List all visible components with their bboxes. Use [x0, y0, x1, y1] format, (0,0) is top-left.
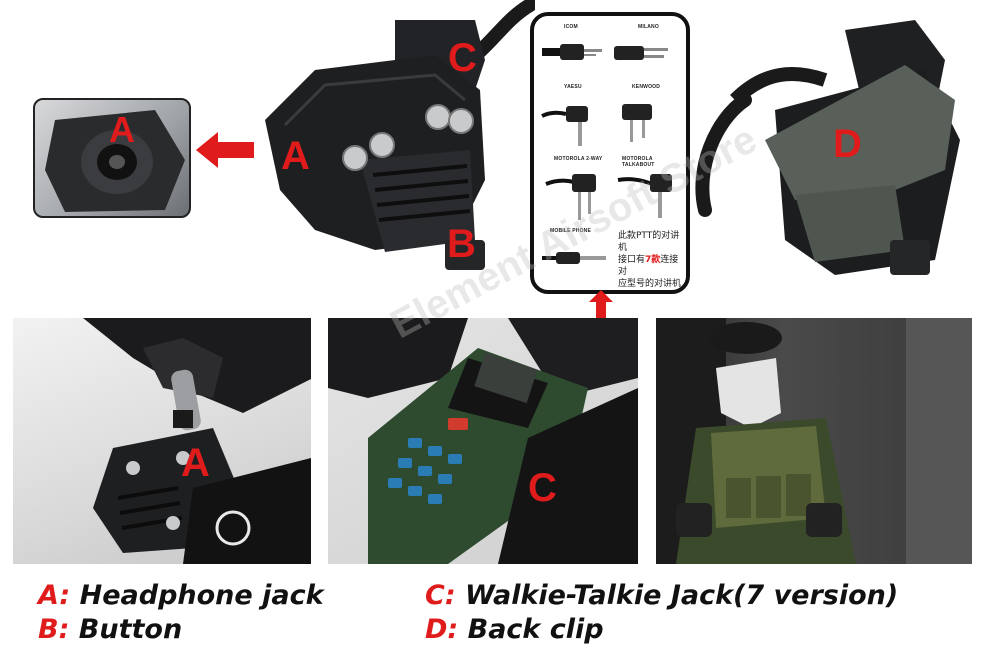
callout-a-photo: A — [181, 441, 210, 485]
plug-label-motorola-2way: MOTOROLA 2-WAY — [554, 156, 603, 162]
photo-radio-graphic — [328, 318, 638, 564]
note-highlight: 7款 — [645, 255, 661, 265]
legend-c-key: C: — [425, 580, 456, 611]
plug-compatibility-panel: ICOM MILANO YAESU KENWOOD MOTOROLA 2-WAY… — [530, 12, 690, 294]
note-line-3: 应型号的对讲机 — [618, 279, 682, 289]
legend-b: B: Button — [38, 616, 182, 643]
callout-b-device: B — [447, 222, 476, 266]
arrow-up-icon — [589, 290, 613, 318]
callout-d-device: D — [833, 122, 862, 166]
legend-b-text: Button — [78, 614, 183, 645]
legend-a-key: A: — [38, 580, 71, 611]
photo-operator — [656, 318, 972, 564]
icom-plug-icon — [542, 44, 602, 60]
motorola-talkabout-plug-icon — [617, 174, 672, 218]
chinese-compatibility-note: 此款PTT的对讲机 接口有7款连接对 应型号的对讲机 — [618, 230, 682, 290]
note-line-2: 接口有7款连接对 — [618, 255, 679, 277]
legend-c-text: Walkie-Talkie Jack(7 version) — [465, 580, 899, 611]
legend-a-text: Headphone jack — [79, 580, 324, 611]
plug-label-yaesu: YAESU — [564, 84, 582, 90]
kenwood-plug-icon — [622, 104, 652, 142]
legend-d-text: Back clip — [467, 614, 604, 645]
mobile-phone-plug-icon — [542, 252, 606, 264]
photo-radio-connection: C — [328, 318, 638, 564]
plug-label-motorola-talkabout: MOTOROLA TALKABOUT — [622, 156, 655, 168]
legend-a: A: Headphone jack — [38, 582, 324, 609]
photo-hands-jack-graphic — [83, 318, 311, 564]
plug-label-icom: ICOM — [564, 24, 578, 30]
callout-c-photo: C — [528, 466, 557, 510]
ptt-device-front-graphic — [265, 0, 535, 270]
photo-headphone-plug: A — [13, 318, 311, 564]
motorola-2way-plug-icon — [545, 174, 596, 220]
callout-a-device: A — [281, 134, 310, 178]
jack-closeup-graphic — [45, 110, 185, 212]
photo-operator-graphic — [656, 318, 972, 564]
legend-c: C: Walkie-Talkie Jack(7 version) — [425, 582, 898, 609]
callout-c-device: C — [448, 36, 477, 80]
plug-label-milano: MILANO — [638, 24, 659, 30]
legend-d: D: Back clip — [425, 616, 604, 643]
plug-label-kenwood: KENWOOD — [632, 84, 661, 90]
arrow-left-icon — [196, 132, 254, 168]
note-line-1: 此款PTT的对讲机 — [618, 231, 680, 253]
callout-a-inset: A — [109, 109, 135, 150]
ptt-device-back-graphic — [695, 20, 960, 275]
legend-d-key: D: — [425, 614, 459, 645]
milano-plug-icon — [614, 46, 668, 60]
plug-label-mobile-phone: MOBILE PHONE — [550, 228, 592, 234]
legend-b-key: B: — [38, 614, 70, 645]
yaesu-plug-icon — [541, 106, 588, 146]
inset-jack-photo: A — [33, 98, 191, 218]
